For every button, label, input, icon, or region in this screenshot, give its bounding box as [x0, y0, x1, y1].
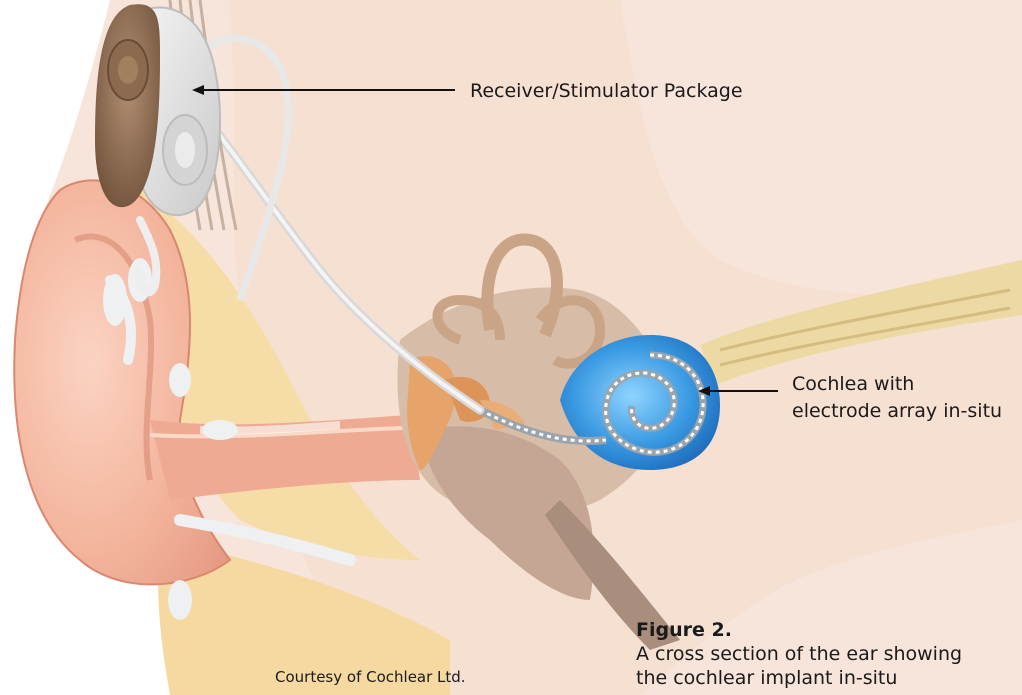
cochlea-label-line1: Cochlea with [792, 371, 1002, 398]
caption-line1: A cross section of the ear showing [636, 642, 962, 666]
image-credit: Courtesy of Cochlear Ltd. [275, 668, 466, 686]
receiver-stimulator-label: Receiver/Stimulator Package [470, 80, 743, 102]
caption-line2: the cochlear implant in-situ [636, 666, 962, 690]
cochlea-label-line2: electrode array in-situ [792, 398, 1002, 425]
figure-number: Figure 2. [636, 618, 962, 642]
cochlea-label: Cochlea with electrode array in-situ [792, 371, 1002, 425]
figure-caption: Figure 2. A cross section of the ear sho… [636, 618, 962, 690]
